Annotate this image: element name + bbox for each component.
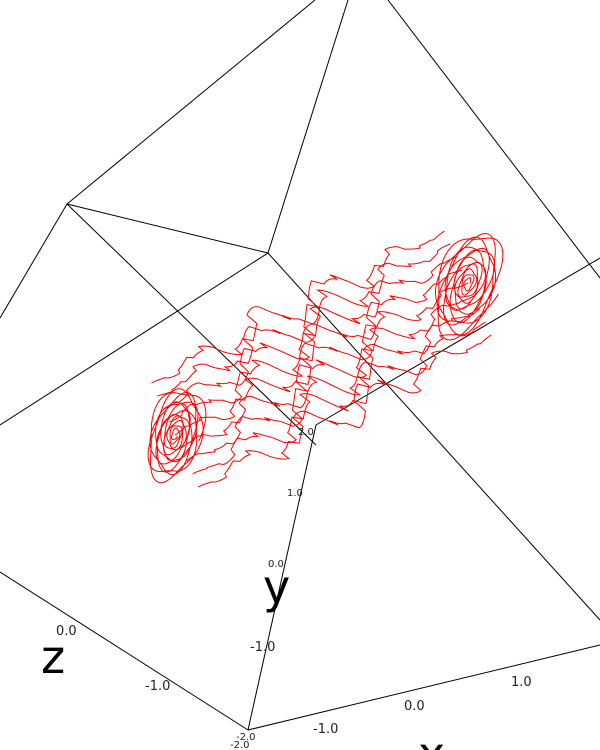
- y-tick-label: -2.0: [236, 732, 256, 743]
- z-axis-label: z: [41, 630, 65, 684]
- connecting-band: [163, 256, 457, 410]
- connecting-band: [157, 243, 451, 397]
- connecting-band: [192, 321, 486, 475]
- connecting-band: [186, 308, 481, 462]
- y-tick-label: 1.0: [287, 488, 303, 499]
- x-tick-label: -1.0: [313, 722, 338, 737]
- box-edge: [267, 252, 600, 621]
- box-edge: [0, 203, 68, 319]
- z-tick-label: 0.0: [56, 624, 77, 639]
- box-edge: [387, 0, 600, 279]
- connecting-band: [151, 230, 445, 384]
- z-tick-label: -2.0: [230, 740, 250, 750]
- bounding-box-edges: [0, 0, 600, 731]
- y-tick-label: -1.0: [250, 640, 275, 655]
- box-edge: [267, 0, 349, 254]
- y-axis-label: y: [263, 560, 290, 614]
- x-axis-line: [247, 644, 600, 731]
- tick-labels: -1.0 0.0 1.0 -2.0 -1.0 0.0 1.0 2.0 -2.0 -1.0 0.0: [56, 427, 532, 750]
- z-axis-line: [0, 571, 249, 731]
- y-axis-line: [247, 424, 317, 731]
- connecting-band: [169, 269, 463, 423]
- box-edge: [0, 252, 269, 426]
- x-tick-label: 0.0: [404, 699, 425, 714]
- z-tick-label: -1.0: [145, 679, 170, 694]
- x-tick-label: 1.0: [511, 675, 532, 690]
- lobe-spiral: [147, 388, 207, 484]
- box-edge: [66, 203, 317, 446]
- connecting-band: [198, 334, 492, 488]
- box-edge: [66, 203, 269, 254]
- x-axis-label: x: [418, 727, 445, 750]
- axis-labels: y z x: [41, 560, 445, 750]
- box-edge: [315, 257, 600, 426]
- connecting-band: [174, 282, 469, 436]
- lobe-spiral: [434, 232, 504, 341]
- box-edge: [66, 0, 316, 205]
- y-tick-label: 2.0: [298, 427, 314, 438]
- y-tick-label: 0.0: [268, 559, 284, 570]
- trajectory-series: [147, 230, 504, 488]
